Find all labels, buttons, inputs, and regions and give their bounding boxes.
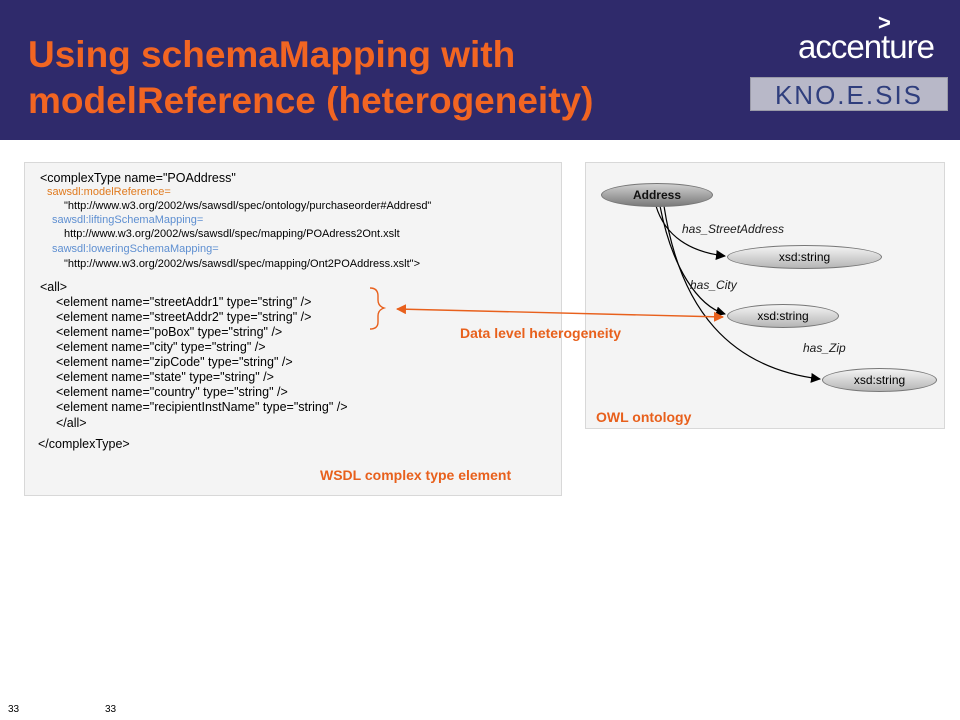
edge-label-zip: has_Zip <box>803 341 846 355</box>
slide-header: Using schemaMapping with modelReference … <box>0 0 960 140</box>
wsdl-caption: WSDL complex type element <box>320 467 512 483</box>
element-line: <element name="state" type="string" /> <box>56 370 274 384</box>
lifting-mapping-attr: sawsdl:liftingSchemaMapping= <box>52 214 204 226</box>
slide-title: Using schemaMapping with modelReference … <box>28 32 748 124</box>
edge-label-street-address: has_StreetAddress <box>682 222 785 236</box>
bracket-brace <box>369 287 387 330</box>
all-open: <all> <box>40 280 68 294</box>
element-line: <element name="streetAddr2" type="string… <box>56 310 312 324</box>
page-number-left: 33 <box>8 704 20 715</box>
ontology-node-string-3: xsd:string <box>822 368 937 392</box>
all-close: </all> <box>56 416 87 430</box>
edge-street-address <box>655 205 726 260</box>
page-number-right: 33 <box>105 704 117 715</box>
ontology-node-address: Address <box>601 183 713 207</box>
complex-type-open: <complexType name="POAddress" <box>40 171 236 185</box>
element-line: <element name="poBox" type="string" /> <box>56 325 283 339</box>
ontology-node-string-1: xsd:string <box>727 245 882 269</box>
accenture-logo-mark: > <box>878 10 891 35</box>
model-reference-attr: sawsdl:modelReference= <box>47 186 171 198</box>
element-line: <element name="country" type="string" /> <box>56 385 288 399</box>
heterogeneity-label: Data level heterogeneity <box>460 325 622 341</box>
element-line: <element name="streetAddr1" type="string… <box>56 295 312 309</box>
knoesis-logo-text: KNO.E.SIS <box>774 80 924 110</box>
lowering-mapping-attr: sawsdl:loweringSchemaMapping= <box>52 243 219 255</box>
element-line: <element name="city" type="string" /> <box>56 340 266 354</box>
knoesis-logo: KNO.E.SIS <box>750 77 948 111</box>
ontology-node-string-2: xsd:string <box>727 304 839 328</box>
ontology-caption: OWL ontology <box>596 409 692 425</box>
accenture-logo: > accenture <box>798 10 943 65</box>
slide-title-line2: modelReference (heterogeneity) <box>28 80 594 121</box>
slide-title-line1: Using schemaMapping with <box>28 34 516 75</box>
element-line: <element name="zipCode" type="string" /> <box>56 355 293 369</box>
accenture-logo-text: accenture <box>798 28 935 65</box>
lifting-mapping-url: http://www.w3.org/2002/ws/sawsdl/spec/ma… <box>64 228 400 240</box>
wsdl-panel <box>24 162 562 496</box>
complex-type-close: </complexType> <box>38 437 130 451</box>
model-reference-url: "http://www.w3.org/2002/ws/sawsdl/spec/o… <box>64 200 432 212</box>
edge-zip <box>663 205 821 383</box>
heterogeneity-arrow <box>396 304 724 322</box>
edge-label-city: has_City <box>690 278 737 292</box>
lowering-mapping-url: "http://www.w3.org/2002/ws/sawsdl/spec/m… <box>64 258 421 270</box>
element-line: <element name="recipientInstName" type="… <box>56 400 348 414</box>
